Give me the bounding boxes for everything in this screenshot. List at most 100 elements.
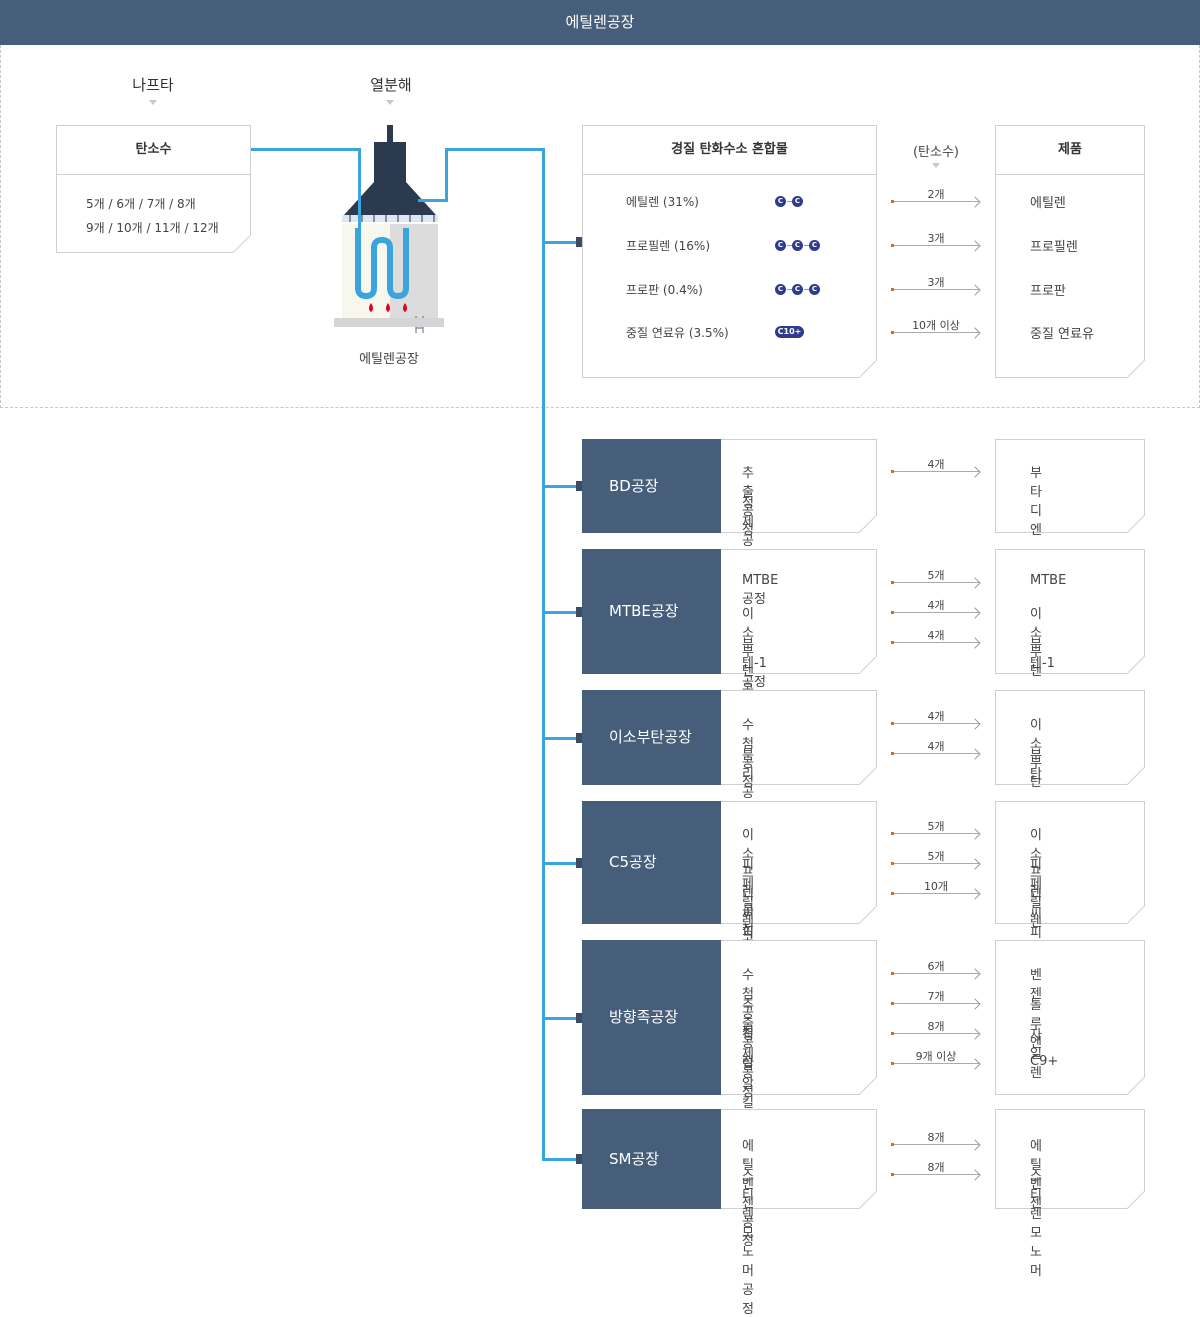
arrow-line — [894, 892, 979, 894]
flame-icon — [369, 303, 373, 312]
carbon-count-label: 5개 — [927, 819, 945, 833]
product-name: 이소프렌 — [1030, 827, 1042, 900]
arrow-line — [894, 245, 979, 246]
arrow-start-dot — [891, 1031, 894, 1035]
pipe — [542, 610, 578, 614]
pipe — [542, 736, 578, 740]
furnace-body-right — [390, 224, 438, 318]
arrow-line — [894, 1032, 979, 1034]
furnace-chimney-tip — [387, 125, 393, 143]
light-card-title: 경질 탄화수소 혼합물 — [583, 126, 876, 175]
product-name: 피페릴렌 — [1030, 857, 1042, 930]
carbon-atom-icon: C — [792, 196, 803, 207]
light-hydrocarbon-card: 경질 탄화수소 혼합물 — [582, 125, 877, 378]
down-triangle-icon — [932, 163, 940, 168]
arrow-line — [894, 1174, 979, 1175]
arrow-line — [894, 722, 979, 724]
arrow-line — [894, 1002, 979, 1004]
furnace-hood — [344, 182, 436, 215]
arrow-line — [894, 832, 979, 834]
pipe-connector — [576, 732, 582, 743]
product-name: 부텐-1 — [1030, 636, 1055, 671]
carbon-count-label: 6개 — [927, 959, 945, 973]
carbon-count-label: 8개 — [927, 1131, 945, 1144]
carbon-count-label: 4개 — [927, 458, 945, 471]
pipe-connector — [576, 1154, 582, 1164]
arrow-line — [894, 332, 979, 333]
product-card: 제품 — [995, 125, 1145, 378]
process-name: 정제공정 — [742, 1027, 754, 1100]
process-name: 수첨공정 — [742, 967, 754, 1040]
pipe — [445, 148, 545, 151]
product-name: C9+ — [1030, 1053, 1059, 1069]
process-name: 수첨공정 — [742, 717, 754, 790]
product-card — [995, 549, 1145, 674]
furnace-coil — [355, 228, 409, 300]
product-name: 스티렌모노머 — [1030, 1169, 1042, 1279]
pipe — [418, 199, 448, 202]
process-name: 추출공정 — [742, 997, 754, 1070]
arrow-start-dot — [891, 200, 894, 203]
product-card — [995, 1109, 1145, 1209]
bond-line — [787, 245, 792, 246]
pipe — [542, 1016, 578, 1020]
arrow-start-dot — [891, 971, 894, 975]
bond-line — [787, 289, 792, 290]
product-name: 톨루엔 — [1030, 997, 1042, 1051]
product-name: MTBE — [1030, 572, 1067, 588]
pipe-connector — [576, 1012, 582, 1023]
product-name: 부탄 — [1030, 747, 1042, 782]
plant-name-box: 이소부탄공장 — [582, 690, 721, 785]
pipe-connector — [576, 481, 582, 491]
product-name: 이소부텐 — [1030, 606, 1042, 679]
arrow-start-dot — [891, 831, 894, 835]
carbon-count-label: 3개 — [927, 232, 945, 245]
pipe — [445, 148, 448, 202]
product-name: 프로판 — [1030, 284, 1066, 299]
down-triangle-icon — [386, 100, 394, 105]
arrow-start-dot — [891, 861, 894, 865]
hydrocarbon-name: 프로필렌 (16%) — [626, 239, 711, 253]
arrow-start-dot — [891, 580, 894, 584]
plant-name-box: C5공장 — [582, 801, 721, 924]
pipe — [542, 241, 578, 244]
product-card — [995, 940, 1145, 1095]
arrow-line — [894, 641, 979, 643]
carbon-count-label: 10개 — [923, 879, 949, 893]
product-name: 이소부탄 — [1030, 717, 1042, 790]
pipe — [251, 148, 361, 151]
bond-line — [787, 201, 792, 202]
arrow-start-dot — [891, 288, 894, 291]
process-name: 이소프렌공정 — [742, 827, 754, 938]
product-name: 프로필렌 — [1030, 240, 1078, 255]
plant-name-box: BD공장 — [582, 439, 721, 533]
stage-label-cracking: 열분해 — [370, 76, 412, 94]
carbon-count-label: 4개 — [927, 598, 945, 612]
ethylene-furnace-illustration — [334, 125, 444, 333]
plant-name-box: MTBE공장 — [582, 549, 721, 674]
pipe-connector — [576, 857, 582, 868]
process-name: 스티렌모노머공정 — [742, 1169, 754, 1317]
header-bar: 에틸렌공장 — [0, 0, 1200, 45]
carbon-count-label: 5개 — [927, 568, 945, 582]
arrow-start-dot — [891, 1173, 894, 1176]
furnace-caption: 에틸렌공장 — [359, 352, 419, 367]
process-name: 부텐-1공정 — [742, 636, 767, 690]
carbon-atom-icon: C — [792, 240, 803, 251]
carbon-atom-icon: C — [792, 284, 803, 295]
bond-line — [804, 289, 809, 290]
main-pipe — [542, 148, 545, 1158]
process-name: MTBE공정 — [742, 572, 779, 607]
pipe — [358, 148, 361, 230]
arrow-start-dot — [891, 751, 894, 755]
product-name: 벤젠 — [1030, 967, 1042, 1002]
pipe-connector — [576, 606, 582, 617]
carbon-count-label: 5개 — [927, 849, 945, 863]
arrow-start-dot — [891, 1001, 894, 1005]
furnace-rail — [342, 215, 438, 222]
pipe — [542, 485, 578, 488]
bond-line — [804, 245, 809, 246]
carbon-number-card: 탄소수 5개 / 6개 / 7개 / 8개 9개 / 10개 / 11개 / 1… — [56, 125, 251, 253]
arrow-start-dot — [891, 244, 894, 247]
stage-label-naphtha: 나프타 — [132, 76, 174, 94]
